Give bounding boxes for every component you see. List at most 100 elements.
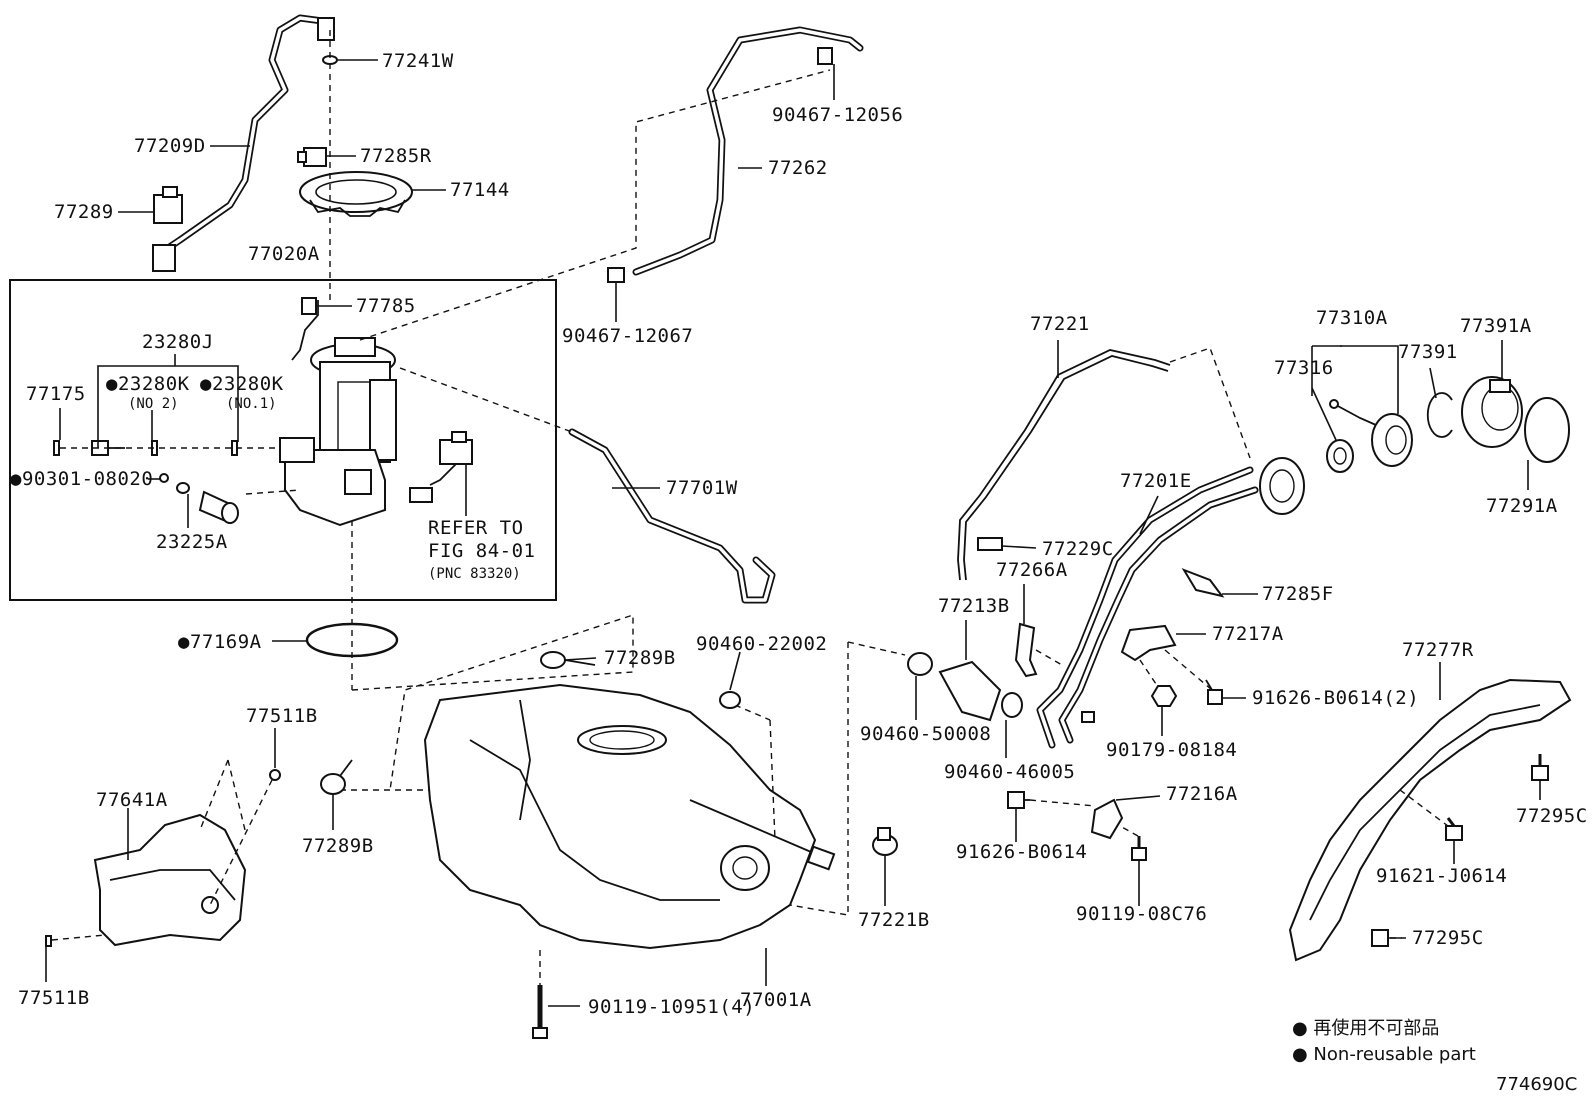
label-77289B-left: 77289B <box>302 835 374 857</box>
label-90467-12056: 90467-12056 <box>772 104 903 126</box>
hose-77701W <box>568 428 776 604</box>
label-77511B-bottom: 77511B <box>18 987 90 1009</box>
label-90467-12067: 90467-12067 <box>562 325 693 347</box>
gasket-77316 <box>1326 439 1354 473</box>
connector-77285R <box>297 147 327 167</box>
label-77175: 77175 <box>26 383 86 405</box>
label-77216A: 77216A <box>1166 783 1238 805</box>
label-77201E: 77201E <box>1120 470 1192 492</box>
figure-id: 774690C <box>1496 1074 1577 1095</box>
label-23280K-no2: ●23280K <box>106 373 190 395</box>
label-91621-J0614: 91621-J0614 <box>1376 865 1507 887</box>
label-77213B: 77213B <box>938 595 1010 617</box>
label-77020A: 77020A <box>248 243 320 265</box>
label-90119-08C76: 90119-08C76 <box>1076 903 1207 925</box>
label-77001A: 77001A <box>740 989 812 1011</box>
bolt-90119-08C76 <box>1131 836 1147 861</box>
label-77295C-bottom: 77295C <box>1412 927 1484 949</box>
cap-77310A <box>1329 399 1413 467</box>
label-77277R: 77277R <box>1402 639 1474 661</box>
breather-pipe-77221 <box>957 349 1171 581</box>
bolt-91626-B0614-2 <box>1205 679 1223 705</box>
label-23280J: 23280J <box>142 331 214 353</box>
insulator-77641A <box>45 769 281 947</box>
seal-77291A <box>1524 397 1570 463</box>
label-77511B-top: 77511B <box>246 705 318 727</box>
label-90460-22002: 90460-22002 <box>696 633 827 655</box>
legend-english: ● Non-reusable part <box>1292 1044 1476 1065</box>
label-90119-10951: 90119-10951(4) <box>588 996 755 1018</box>
bolt-77295C-bot <box>1371 929 1389 947</box>
bolt-91621-J0614 <box>1445 817 1463 841</box>
sender-parts <box>53 440 238 483</box>
label-77262: 77262 <box>768 157 828 179</box>
bracket-77217A <box>1120 624 1177 662</box>
filler-pipe-77201E <box>1036 457 1305 749</box>
label-91626-B0614-2: 91626-B0614(2) <box>1252 687 1419 709</box>
oring-77169A <box>305 622 399 658</box>
legend-japanese: ● 再使用不可部品 <box>1292 1018 1439 1039</box>
connector-refer-84-01 <box>409 431 473 503</box>
hose-77213B <box>907 652 1023 722</box>
label-no1: (NO.1) <box>226 396 277 412</box>
label-77266A: 77266A <box>996 559 1068 581</box>
label-77285R: 77285R <box>360 145 432 167</box>
clamp-77289B-top <box>540 651 596 669</box>
clamp-77289B-left <box>320 759 353 795</box>
housing-77391A <box>1461 376 1523 448</box>
protector-77285F <box>1181 568 1225 598</box>
clip-77289 <box>153 186 183 224</box>
ring-77391 <box>1426 392 1453 438</box>
label-77229C: 77229C <box>1042 538 1114 560</box>
leader-lines <box>45 59 1541 1007</box>
fuel-tank-77001A <box>423 683 836 950</box>
label-77217A: 77217A <box>1212 623 1284 645</box>
label-77169A: ●77169A <box>178 631 262 653</box>
label-23280K-no1: ●23280K <box>200 373 284 395</box>
label-77295C-top: 77295C <box>1516 805 1588 827</box>
clamp-77221B <box>872 827 898 856</box>
label-77785: 77785 <box>356 295 416 317</box>
label-91626-B0614: 91626-B0614 <box>956 841 1087 863</box>
label-90179-08184: 90179-08184 <box>1106 739 1237 761</box>
label-refer-to: REFER TO <box>428 517 524 539</box>
label-77209D: 77209D <box>134 135 206 157</box>
label-90460-50008: 90460-50008 <box>860 723 991 745</box>
bolt-90119-10951 <box>532 985 548 1039</box>
label-77391A: 77391A <box>1460 315 1532 337</box>
hose-77209D <box>152 14 335 272</box>
label-77291A: 77291A <box>1486 495 1558 517</box>
label-77310A: 77310A <box>1316 307 1388 329</box>
hose-77262 <box>607 26 864 283</box>
bolt-77295C-top <box>1531 754 1549 781</box>
label-77221B: 77221B <box>858 909 930 931</box>
label-no2: (NO 2) <box>128 396 179 412</box>
label-77221: 77221 <box>1030 313 1090 335</box>
bolt-91626-B0614 <box>1007 791 1030 809</box>
label-pnc-83320: (PNC 83320) <box>428 566 521 582</box>
label-77289: 77289 <box>54 201 114 223</box>
label-77701W: 77701W <box>666 477 738 499</box>
clamp-77229C <box>977 537 1003 551</box>
filter-23225A <box>176 482 239 524</box>
label-23225A: 23225A <box>156 531 228 553</box>
nut-90179-08184 <box>1150 685 1178 707</box>
clamp-90460-22002 <box>719 691 741 709</box>
label-77241W: 77241W <box>382 50 454 72</box>
label-90301-08020: ●90301-08020 <box>10 468 153 490</box>
label-77391: 77391 <box>1398 341 1458 363</box>
pump-assembly-frame <box>9 279 557 601</box>
label-fig-84-01: FIG 84-01 <box>428 540 535 562</box>
label-77289B-top: 77289B <box>604 647 676 669</box>
label-77641A: 77641A <box>96 789 168 811</box>
label-77285F: 77285F <box>1262 583 1334 605</box>
label-90460-46005: 90460-46005 <box>944 761 1075 783</box>
ring-77144 <box>299 171 413 217</box>
label-77316: 77316 <box>1274 357 1334 379</box>
label-77144: 77144 <box>450 179 510 201</box>
bracket-77266A <box>1014 622 1038 678</box>
clamp-77216A <box>1090 798 1124 840</box>
fuel-pump-77020A <box>279 297 397 527</box>
